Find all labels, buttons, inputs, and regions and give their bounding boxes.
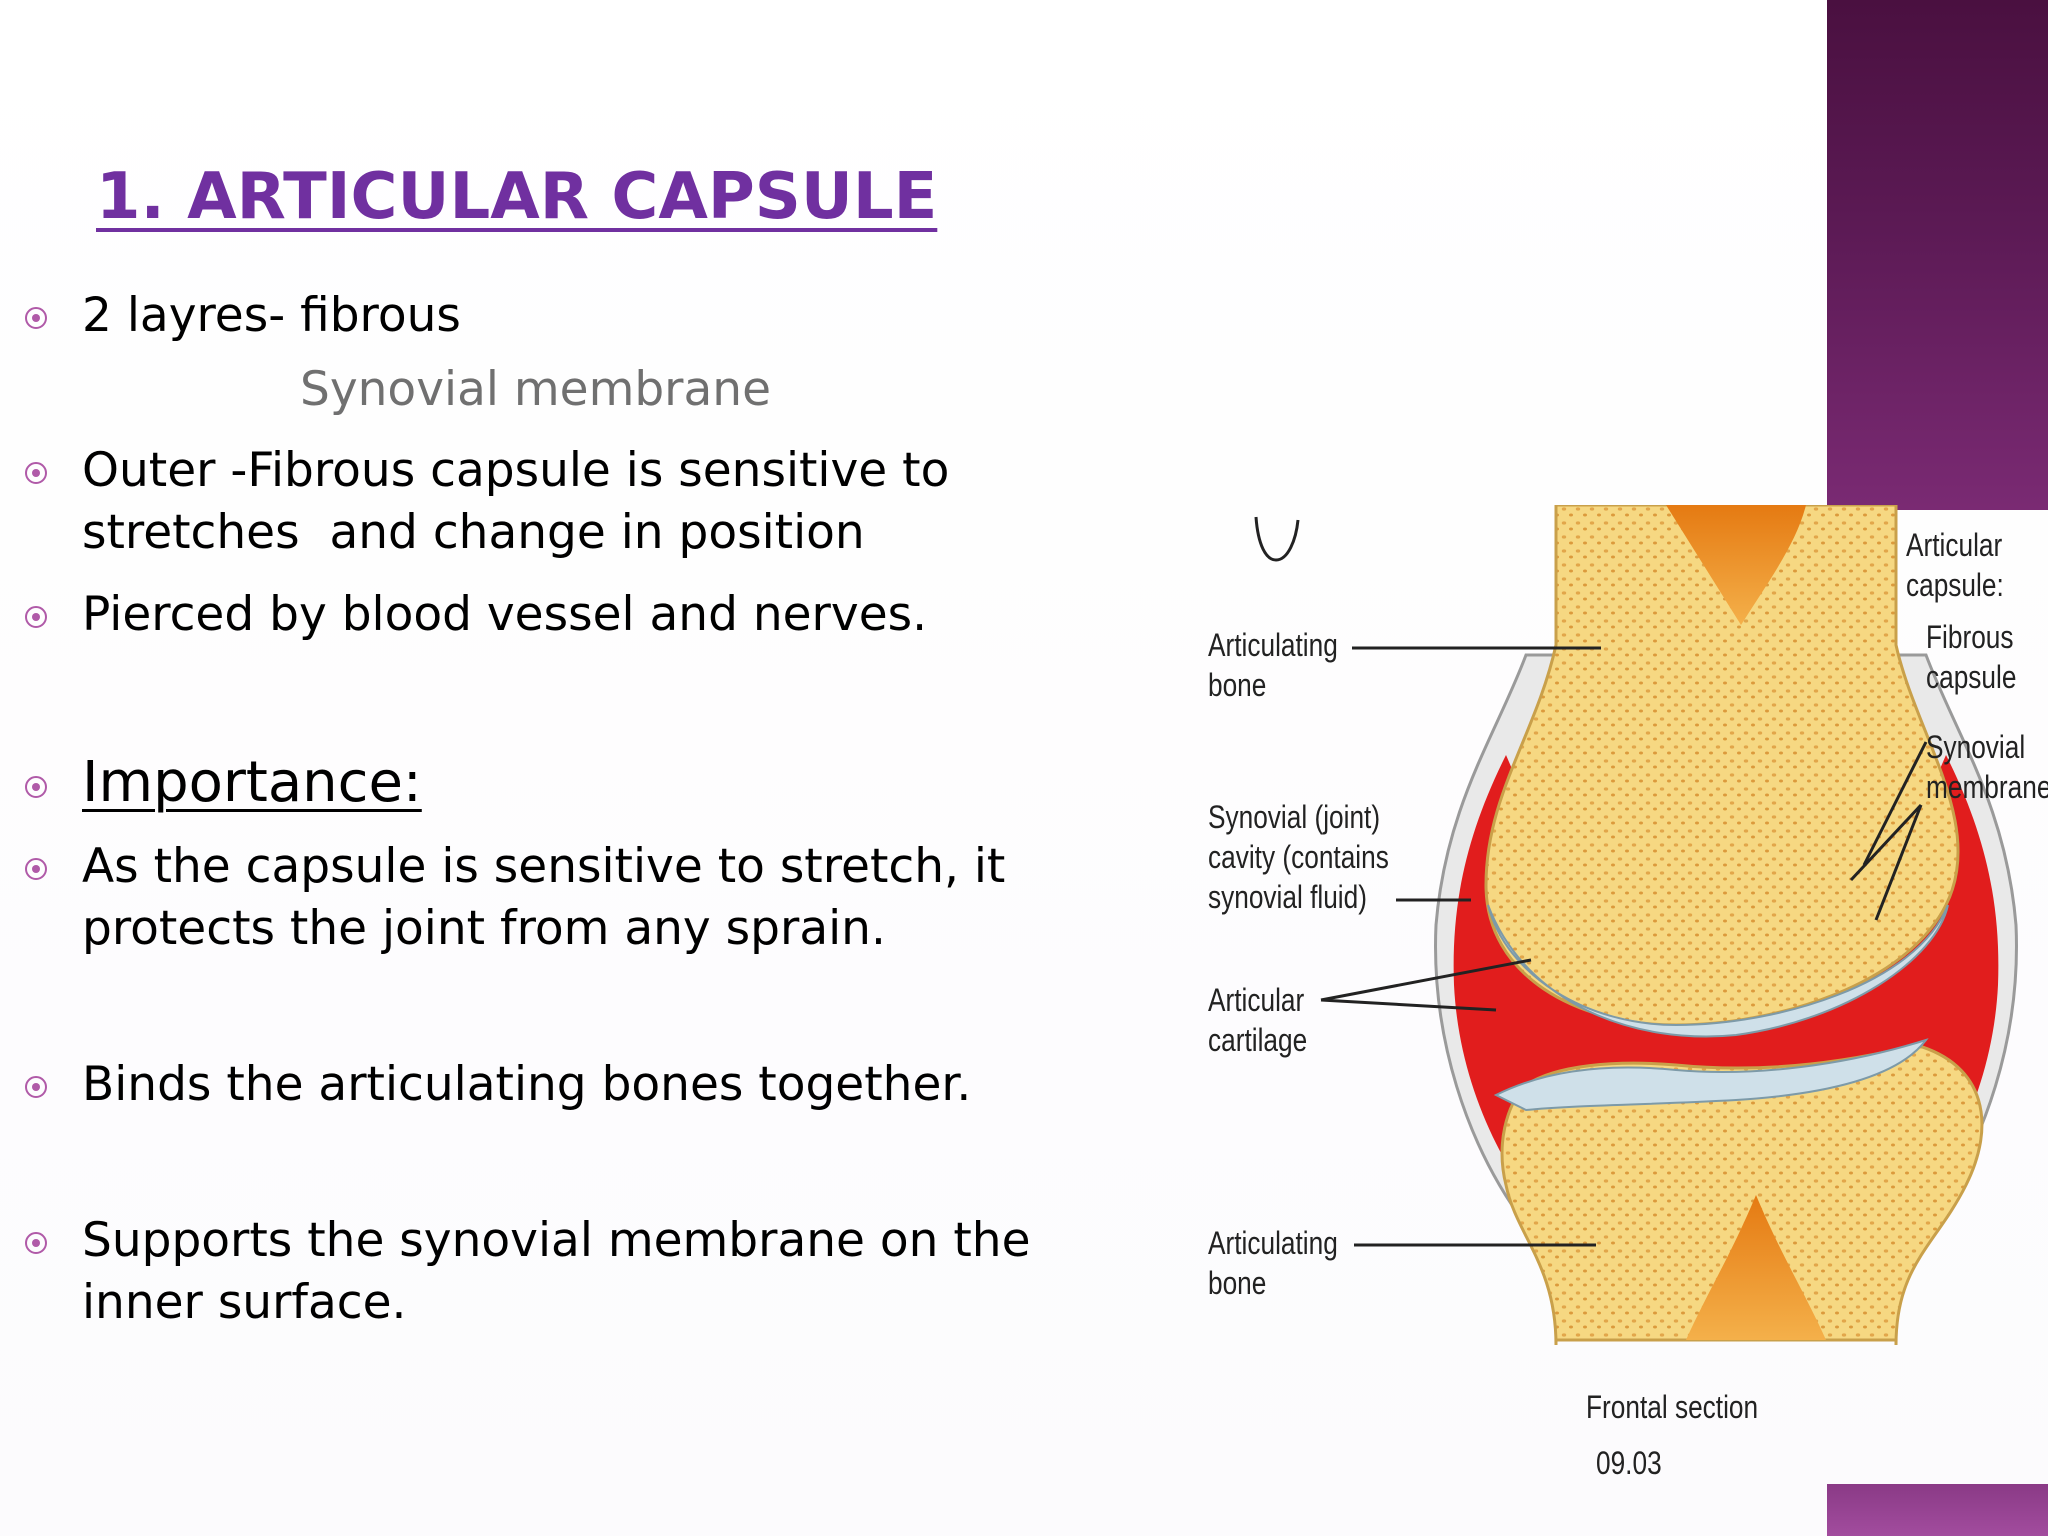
label-articulating-bone-bottom: Articulating bone bbox=[1208, 1225, 1338, 1301]
bullet-icon bbox=[25, 858, 47, 880]
bullet-text: 2 layres- fibrous bbox=[82, 288, 461, 343]
bullet-text: Outer -Fibrous capsule is sensitive to s… bbox=[82, 443, 950, 560]
importance-heading: Importance: bbox=[82, 750, 422, 815]
decorative-sidebar-bottom bbox=[1827, 1484, 2048, 1536]
decorative-sidebar-top bbox=[1827, 0, 2048, 510]
bullet-item: 2 layres- fibrous bbox=[0, 285, 1180, 347]
label-figure-number: 09.03 bbox=[1596, 1445, 1662, 1481]
leader-lines bbox=[1320, 646, 1928, 1247]
upper-cartilage-shape bbox=[1487, 904, 1949, 1038]
bullet-item: Pierced by blood vessel and nerves. bbox=[0, 584, 1180, 646]
bullet-text: Pierced by blood vessel and nerves. bbox=[82, 587, 928, 642]
lower-cartilage-shape bbox=[1493, 1038, 1929, 1112]
bullet-icon bbox=[25, 776, 47, 798]
bullet-item: Outer -Fibrous capsule is sensitive to s… bbox=[0, 440, 1180, 564]
label-synovial-membrane: Synovial membrane bbox=[1926, 729, 2048, 805]
bullet-item: Supports the synovial membrane on the in… bbox=[0, 1210, 1180, 1334]
bullet-item: Importance: bbox=[0, 752, 1180, 822]
bullet-icon bbox=[25, 307, 47, 329]
bullet-item: Binds the articulating bones together. bbox=[0, 1054, 1180, 1116]
bullet-icon bbox=[25, 1232, 47, 1254]
label-fibrous-capsule: Fibrous capsule bbox=[1926, 619, 2017, 695]
label-frontal-section: Frontal section bbox=[1586, 1389, 1759, 1425]
bullet-icon bbox=[25, 606, 47, 628]
bullet-text: Binds the articulating bones together. bbox=[82, 1057, 972, 1112]
label-articular-capsule: Articular capsule: bbox=[1906, 527, 2004, 603]
lower-bone-shape bbox=[1500, 1043, 1984, 1346]
joint-illustration bbox=[1254, 505, 2018, 1346]
figure-mark bbox=[1254, 516, 1300, 562]
label-articulating-bone-top: Articulating bone bbox=[1208, 627, 1338, 703]
bullet-text: Supports the synovial membrane on the in… bbox=[82, 1213, 1031, 1330]
upper-marrow-shape bbox=[1666, 505, 1806, 625]
bullet-text: As the capsule is sensitive to stretch, … bbox=[82, 839, 1006, 956]
bullet-icon bbox=[25, 462, 47, 484]
synovial-joint-diagram: Articulating bone Synovial (joint) cavit… bbox=[1196, 505, 2048, 1505]
label-synovial-cavity: Synovial (joint) cavity (contains synovi… bbox=[1208, 799, 1389, 915]
slide-title: 1. ARTICULAR CAPSULE bbox=[96, 160, 938, 234]
label-articular-cartilage: Articular cartilage bbox=[1208, 982, 1308, 1058]
bullet-item: As the capsule is sensitive to stretch, … bbox=[0, 836, 1180, 960]
bullet-subline: Synovial membrane bbox=[300, 362, 772, 417]
lower-marrow-shape bbox=[1686, 1195, 1826, 1340]
bullet-icon bbox=[25, 1076, 47, 1098]
